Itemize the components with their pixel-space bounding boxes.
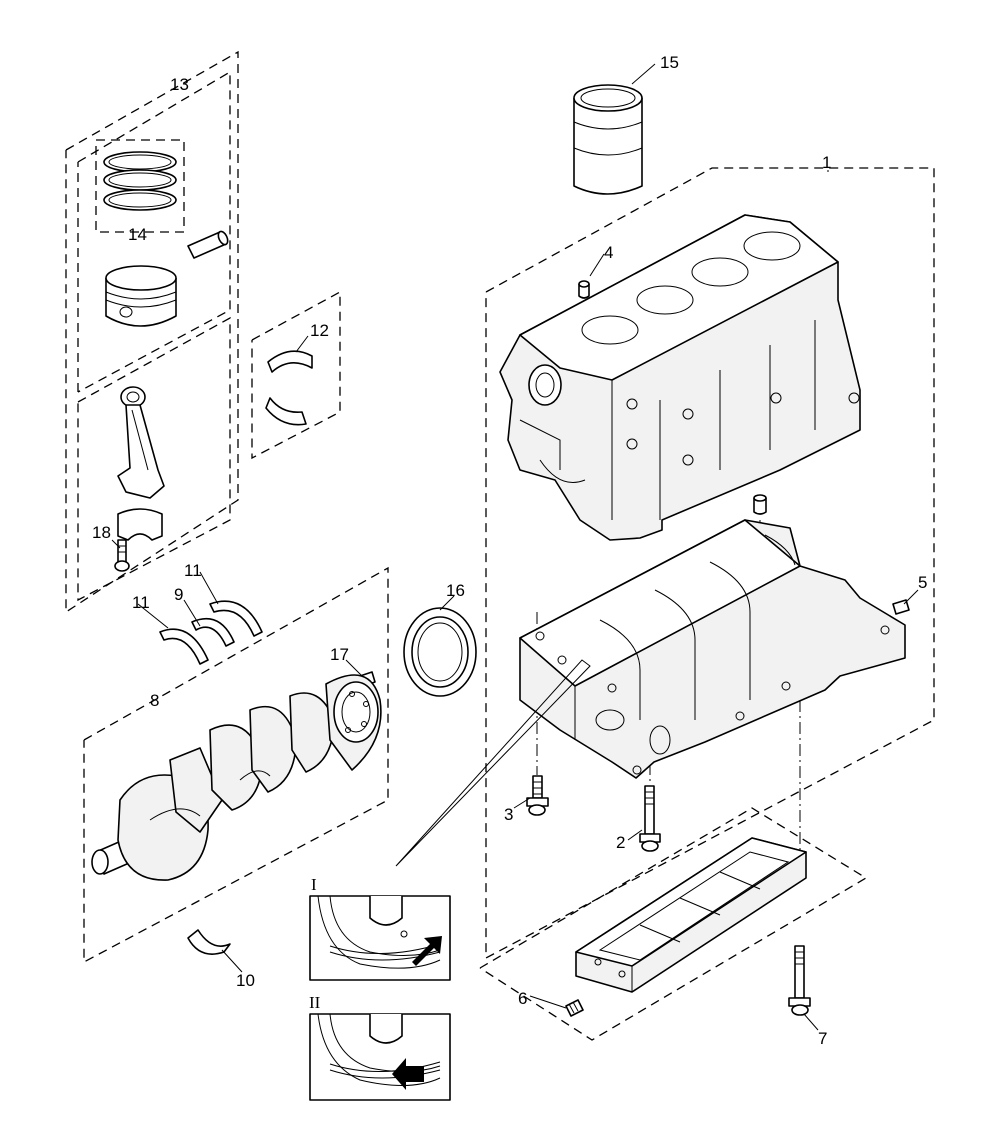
callout-15: 15: [660, 53, 679, 72]
callout-10: 10: [236, 971, 255, 990]
piston-rings-icon: [103, 151, 177, 211]
dowel-pin-icon: [753, 494, 767, 515]
callout-1: 1: [822, 153, 831, 172]
group-6-boundary: [479, 807, 868, 1041]
crankcase-icon: [519, 519, 906, 779]
cylinder-block-icon: [499, 214, 861, 541]
cylinder-liner-icon: [573, 84, 643, 195]
callout-11a: 11: [132, 593, 150, 612]
detail-view-ii: [309, 1013, 451, 1101]
callout-9: 9: [174, 585, 183, 604]
long-bolt-icon: [639, 785, 661, 852]
bolt-icon: [526, 775, 549, 816]
long-bolt-icon: [788, 945, 811, 1016]
screw-icon: [565, 999, 584, 1017]
detail-view-label-i: I: [311, 875, 317, 894]
callout-14: 14: [128, 225, 147, 244]
connecting-rod-icon: [117, 386, 165, 541]
callout-12: 12: [310, 321, 329, 340]
piston-icon: [105, 265, 177, 327]
group-8-boundary: [83, 566, 389, 964]
callout-8: 8: [150, 691, 159, 710]
leader-lines: [111, 63, 919, 1031]
callout-18: 18: [92, 523, 111, 542]
callout-4: 4: [604, 243, 613, 262]
detail-view-i: [309, 895, 451, 981]
callout-3: 3: [504, 805, 513, 824]
ladder-frame-icon: [575, 837, 807, 993]
oil-seal-icon: [403, 607, 477, 697]
bolt-icon: [114, 539, 130, 572]
callout-7: 7: [818, 1029, 827, 1048]
bearing-shell-icon: [187, 929, 231, 955]
callout-labels: 1 2 3 4 5 6 7 8 9 10 11 11 12 13 14 15 1…: [92, 53, 927, 1048]
group-1-boundary: [485, 167, 935, 960]
callout-6: 6: [518, 989, 527, 1008]
crankshaft-icon: [91, 674, 382, 881]
detail-view-label-ii: II: [309, 993, 321, 1012]
callout-11b: 11: [184, 561, 202, 580]
dowel-pin-icon: [578, 280, 590, 299]
callout-17: 17: [330, 645, 349, 664]
group-13-boundary: [65, 50, 239, 614]
group-12-boundary: [251, 290, 341, 460]
callout-13: 13: [170, 75, 189, 94]
bearing-shell-icon: [265, 350, 313, 426]
callout-16: 16: [446, 581, 465, 600]
piston-pin-icon: [187, 230, 229, 259]
callout-5: 5: [918, 573, 927, 592]
bearing-shell-icon: [159, 600, 263, 665]
callout-2: 2: [616, 833, 625, 852]
